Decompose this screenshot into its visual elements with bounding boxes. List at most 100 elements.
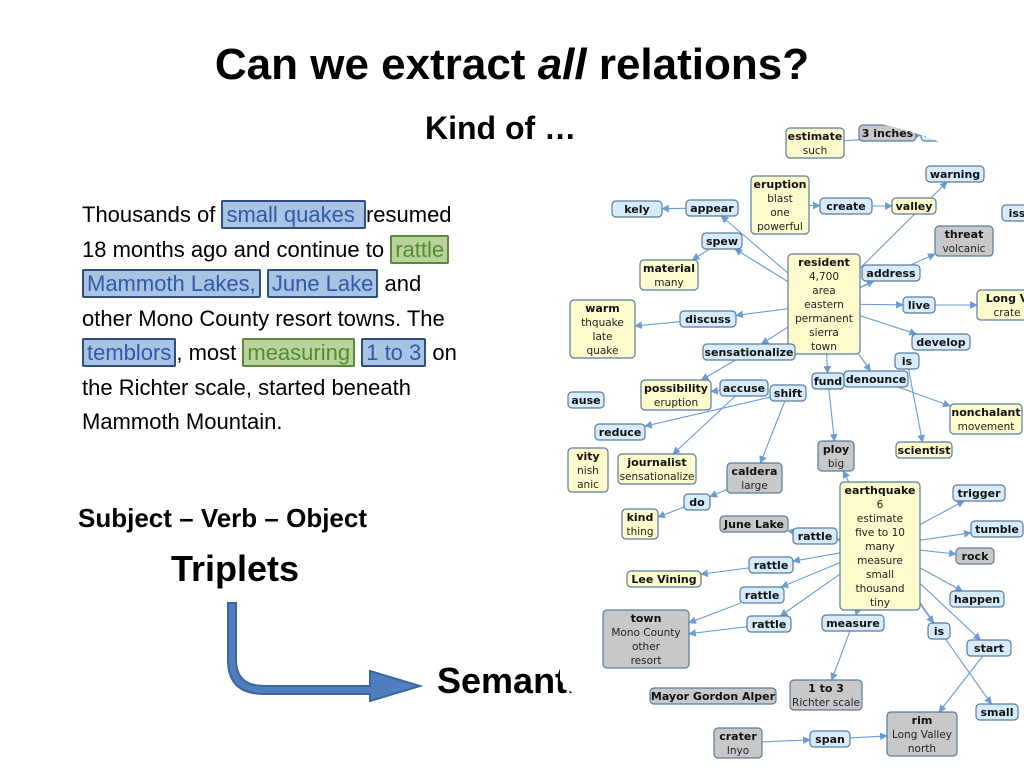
graph-node: scientist: [895, 441, 953, 459]
graph-node-title: trigger: [957, 487, 1001, 500]
graph-node-title: iss: [1009, 207, 1024, 220]
graph-node-box: [817, 440, 855, 472]
graph-node-title: town: [631, 612, 662, 625]
graph-node-title: valley: [896, 200, 933, 213]
graph-node-title: discuss: [685, 313, 731, 326]
highlight-verb: rattle: [390, 234, 450, 264]
graph-node: iss: [1001, 204, 1024, 222]
graph-node: material many: [639, 259, 699, 291]
graph-node-attribute: movement: [958, 421, 1015, 433]
graph-node: include: [920, 124, 973, 142]
graph-node-title: nonchalant: [951, 406, 1020, 419]
graph-edge: [787, 528, 796, 536]
graph-node-box: [970, 520, 1024, 538]
graph-node-title: span: [815, 733, 845, 746]
graph-node-box: [750, 175, 810, 235]
graph-edge: [830, 630, 851, 681]
graph-node-title: small: [981, 706, 1014, 719]
graph-node: rattle: [748, 556, 794, 574]
graph-node-title: address: [866, 267, 916, 280]
graph-node-title: 3 inches: [862, 127, 914, 140]
graph-node-title: do: [689, 496, 705, 509]
graph-node-box: [626, 570, 702, 588]
graph-node: rattle: [792, 527, 838, 545]
graph-node-attribute: thing: [626, 526, 653, 538]
graph-node-title: scientist: [898, 444, 951, 457]
graph-node-attribute: 6: [877, 499, 884, 511]
graph-edge: [897, 386, 951, 408]
graph-edge: [688, 602, 742, 624]
graph-node: rattle: [746, 615, 792, 633]
graph-node-title: eruption: [753, 178, 806, 191]
graph-node-box: [902, 296, 936, 314]
graph-node-title: measure: [826, 617, 880, 630]
graph-node-box: [792, 527, 838, 545]
graph-node-attribute: crate: [993, 307, 1020, 319]
graph-node-title: rattle: [754, 559, 789, 572]
graph-node-box: [602, 609, 690, 669]
graph-node: address: [861, 264, 921, 282]
title-text-post: relations?: [586, 40, 810, 89]
graph-node-box: [621, 508, 659, 540]
graph-node-attribute: anic: [577, 479, 599, 491]
graph-edge: [858, 353, 871, 372]
graph-node: span: [809, 730, 851, 748]
graph-node-box: [839, 481, 921, 611]
graph-edge: [919, 529, 972, 541]
highlight-noun: small quakes: [221, 200, 366, 229]
paragraph-text: Thousands of: [82, 202, 222, 227]
graph-node-title: include: [924, 127, 969, 140]
graph-edge: [734, 248, 789, 283]
graph-node: Long Vcrate: [976, 289, 1024, 321]
graph-node-box: [746, 615, 792, 633]
graph-edge: [859, 315, 918, 336]
graph-edge: [700, 567, 750, 578]
graph-node-title: 1 to 3: [808, 682, 844, 695]
title-text-pre: Can we extract: [214, 40, 538, 89]
graph-edge: [761, 736, 811, 745]
graph-node-title: journalist: [626, 456, 686, 469]
graph-node-title: material: [643, 262, 695, 275]
graph-node-box: [685, 199, 739, 217]
graph-node-attribute: late: [593, 331, 613, 343]
graph-node: create: [819, 197, 873, 215]
graph-node: resident4,700areaeasternpermanentsierrat…: [787, 253, 861, 355]
graph-node-box: [894, 352, 920, 370]
graph-node-attribute: small: [866, 569, 894, 581]
graph-node-box: [955, 547, 995, 565]
graph-edge: [672, 395, 736, 455]
graph-node-title: Mayor Gordon Alper: [651, 690, 776, 703]
graph-node-title: fund: [814, 375, 842, 388]
graph-node-title: earthquake: [844, 484, 915, 497]
graph-node-attribute: nish: [577, 465, 599, 477]
graph-node-attribute: Inyo: [727, 745, 749, 757]
graph-edge: [849, 732, 888, 741]
graph-node-title: spew: [706, 235, 738, 248]
graph-edge: [759, 400, 786, 464]
paragraph-text: , most: [176, 340, 243, 365]
graph-node-attribute: eruption: [654, 397, 698, 409]
graph-node-title: appear: [690, 202, 734, 215]
graph-node-box: [617, 453, 697, 485]
graph-node: start: [966, 639, 1012, 657]
graph-node-title: 1979: [990, 127, 1021, 140]
graph-edge: [700, 359, 736, 381]
graph-node-box: [927, 622, 951, 640]
graph-node: nonchalant movement: [949, 403, 1023, 435]
graph-edge: [792, 552, 841, 564]
graph-edge: [720, 215, 789, 274]
graph-node-title: resident: [798, 256, 850, 269]
graph-node-box: [819, 197, 873, 215]
graph-node-box: [769, 384, 807, 402]
graph-node-attribute: area: [812, 285, 835, 297]
graph-node: tumble: [970, 520, 1024, 538]
graph-edge: [938, 655, 984, 713]
graph-node-box: [982, 124, 1024, 142]
graph-node-attribute: many: [654, 277, 684, 289]
